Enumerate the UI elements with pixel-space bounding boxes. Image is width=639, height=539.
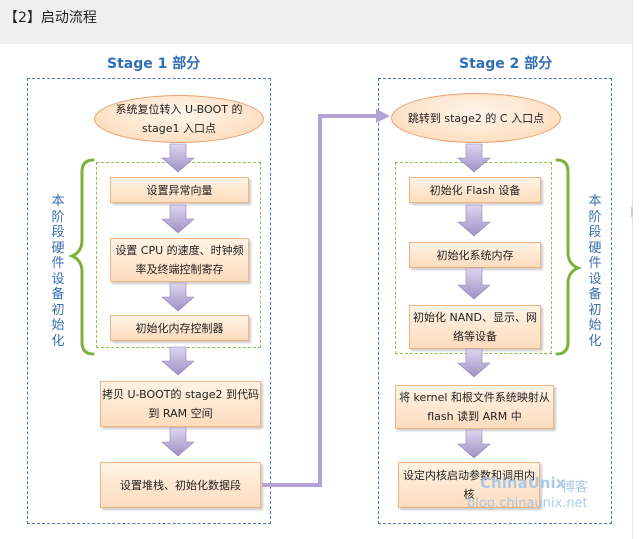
stage1-title: Stage 1 部分 xyxy=(107,56,201,72)
stage2-title: Stage 2 部分 xyxy=(459,56,553,72)
stage1-step-copy-stage2: 拷贝 U-BOOT的 stage2 到代码到 RAM 空间 xyxy=(100,381,261,427)
stage2-container xyxy=(378,78,612,524)
stage2-step-boot-kernel: 设定内核启动参数和调用内核 xyxy=(398,462,540,508)
stage2-arrow-5 xyxy=(457,429,491,459)
stage-transfer-arrowhead xyxy=(376,109,390,123)
stage1-arrow-1 xyxy=(161,143,195,173)
section-title: 【2】启动流程 xyxy=(4,10,97,26)
watermark-logo: ChinaUnix xyxy=(480,474,566,492)
scrollbar-track xyxy=(632,0,633,539)
stage2-start-oval: 跳转到 stage2 的 C 入口点 xyxy=(391,93,561,143)
stage2-arrow-1 xyxy=(457,143,491,173)
stage2-step-map-kernel: 将 kernel 和根文件系统映射从 flash 读到 ARM 中 xyxy=(395,385,554,429)
stage1-brace xyxy=(67,158,95,356)
stage1-step-cpu-clock: 设置 CPU 的速度、时钟频率及终端控制寄存 xyxy=(110,238,249,282)
stage1-side-label: 本阶段硬件设备初始化 xyxy=(51,194,65,349)
stage2-arrow-4 xyxy=(457,348,491,378)
watermark-blog: 博客 xyxy=(562,480,589,495)
stage1-step-exception-vector: 设置异常向量 xyxy=(110,177,249,203)
stage1-container xyxy=(27,78,271,524)
stage1-step-mem-controller: 初始化内存控制器 xyxy=(110,315,249,341)
stage1-arrow-4 xyxy=(161,346,195,376)
stage2-side-label: 本阶段硬件设备初始化 xyxy=(588,194,602,349)
stage2-arrow-3 xyxy=(457,267,491,300)
stage2-step-flash: 初始化 Flash 设备 xyxy=(409,177,541,203)
stage2-brace xyxy=(555,158,583,356)
stage1-arrow-5 xyxy=(161,427,195,457)
stage2-step-nand-display-net: 初始化 NAND、显示、网络等设备 xyxy=(409,305,541,349)
section-header: 【2】启动流程 xyxy=(0,0,632,44)
stage2-step-sys-memory: 初始化系统内存 xyxy=(409,242,541,268)
stage2-arrow-2 xyxy=(457,204,491,237)
stage1-arrow-2 xyxy=(161,204,195,234)
stage1-arrow-3 xyxy=(161,282,195,312)
watermark-url: blog.chinaunix.net xyxy=(467,496,588,511)
scrollbar-thumb[interactable] xyxy=(631,207,633,217)
stage-transfer-connector xyxy=(262,114,378,487)
stage1-start-oval: 系统复位转入 U-BOOT 的 stage1 入口点 xyxy=(94,95,264,143)
stage1-step-stack-data: 设置堆栈、初始化数据段 xyxy=(100,462,261,508)
